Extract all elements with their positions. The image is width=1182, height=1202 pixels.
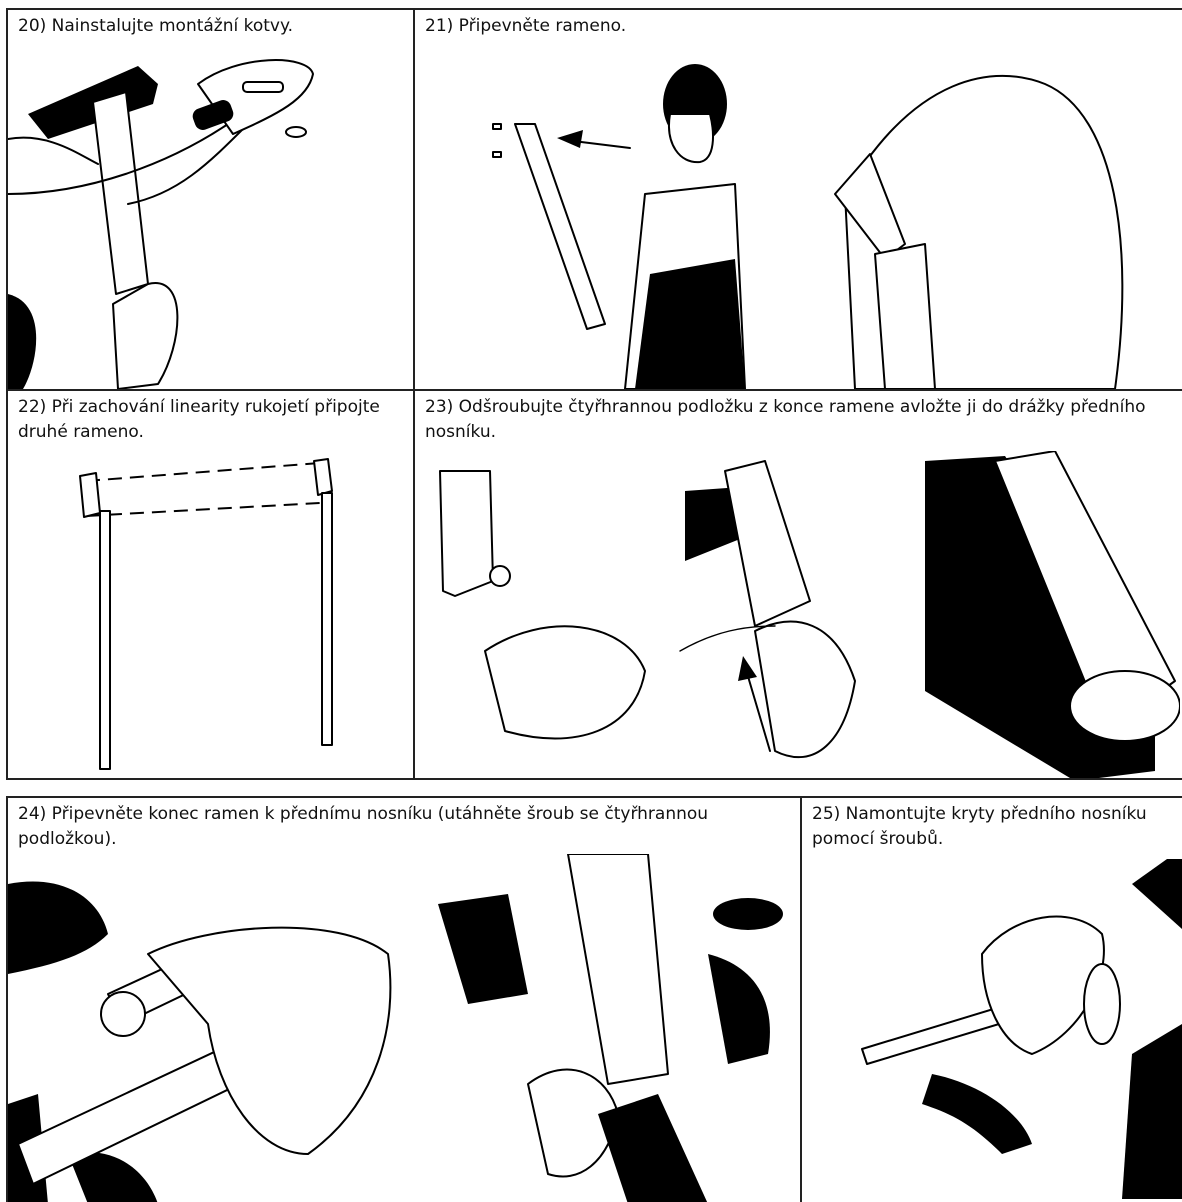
step-22-caption: 22) Při zachování linearity rukojetí při…	[18, 395, 407, 445]
step-20-illustration	[8, 44, 413, 389]
hand-icon	[148, 928, 618, 1177]
step-23-illustration	[415, 451, 1180, 780]
hammer-icon	[28, 66, 158, 294]
step-20-panel: 20) Nainstalujte montážní kotvy.	[6, 8, 415, 391]
step-24-panel: 24) Připevněte konec ramen k přednímu no…	[6, 796, 802, 1202]
step-22-illustration	[8, 451, 413, 776]
step-21-caption: 21) Připevněte rameno.	[425, 14, 1176, 39]
step-23-panel: 23) Odšroubujte čtyřhrannou podložku z k…	[413, 389, 1182, 780]
step-21-panel: 21) Připevněte rameno.	[413, 8, 1182, 391]
step-24-illustration	[8, 854, 800, 1202]
step-25-panel: 25) Namontujte kryty předního nosníku po…	[800, 796, 1182, 1202]
hand-icon	[485, 622, 855, 758]
arrow-icon	[557, 130, 630, 148]
step-22-panel: 22) Při zachování linearity rukojetí při…	[6, 389, 415, 780]
step-20-caption: 20) Nainstalujte montážní kotvy.	[18, 14, 407, 39]
step-24-caption: 24) Připevněte konec ramen k přednímu no…	[18, 802, 794, 852]
step-23-caption: 23) Odšroubujte čtyřhrannou podložku z k…	[425, 395, 1176, 445]
step-21-illustration	[415, 44, 1180, 389]
step-25-illustration	[802, 854, 1182, 1199]
worker-icon	[625, 64, 745, 389]
hand-icon	[113, 60, 313, 389]
step-25-caption: 25) Namontujte kryty předního nosníku po…	[812, 802, 1176, 852]
